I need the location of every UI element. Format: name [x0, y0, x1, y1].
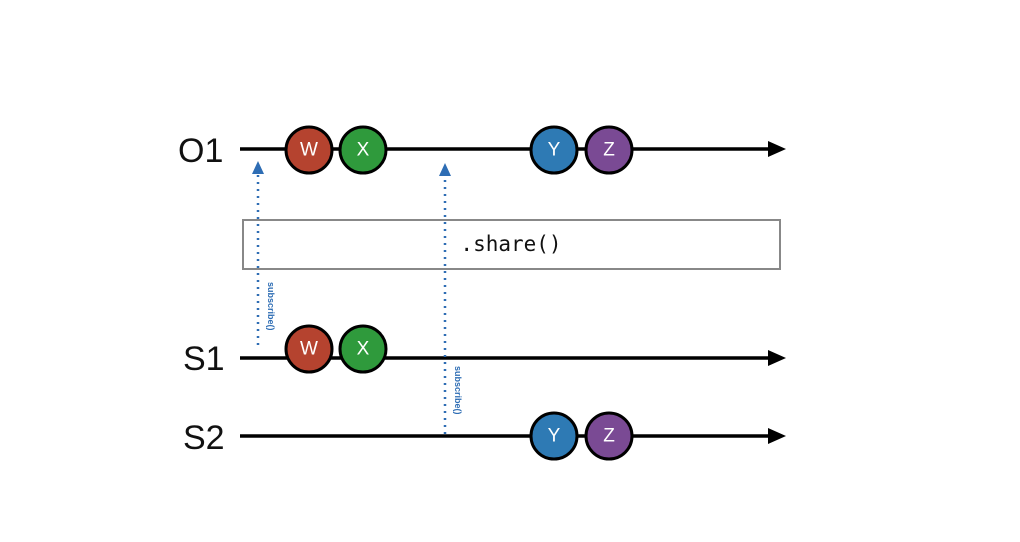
s1-label: S1 [183, 340, 225, 378]
share-operator-box [242, 219, 781, 270]
s1-arrowhead [768, 350, 786, 366]
s1-marble-x-label: X [357, 339, 370, 360]
s1-subscribe-arrowhead [252, 161, 264, 174]
s1-subscribe-label: subscribe() [266, 282, 276, 331]
o1-marble-y-label: Y [548, 140, 561, 161]
o1-marble-w-label: W [300, 140, 318, 161]
s1-marble-w-label: W [300, 339, 318, 360]
s2-subscribe-arrowhead [439, 163, 451, 176]
s2-marble-y-label: Y [548, 426, 561, 447]
o1-label: O1 [178, 132, 223, 170]
s2-label: S2 [183, 419, 225, 457]
o1-marble-y: Y [529, 125, 579, 175]
o1-marble-x: X [338, 125, 388, 175]
s2-marble-y: Y [529, 411, 579, 461]
o1-marble-z: Z [584, 125, 634, 175]
s2-subscribe-label: subscribe() [453, 366, 463, 415]
s1-marble-x: X [338, 324, 388, 374]
s2-arrowhead [768, 428, 786, 444]
s1-marble-w: W [284, 324, 334, 374]
s2-marble-z-label: Z [603, 426, 615, 447]
o1-arrowhead [768, 141, 786, 157]
o1-marble-x-label: X [357, 140, 370, 161]
o1-marble-z-label: Z [603, 140, 615, 161]
o1-marble-w: W [284, 125, 334, 175]
s2-marble-z: Z [584, 411, 634, 461]
share-operator-label: .share() [460, 232, 561, 256]
